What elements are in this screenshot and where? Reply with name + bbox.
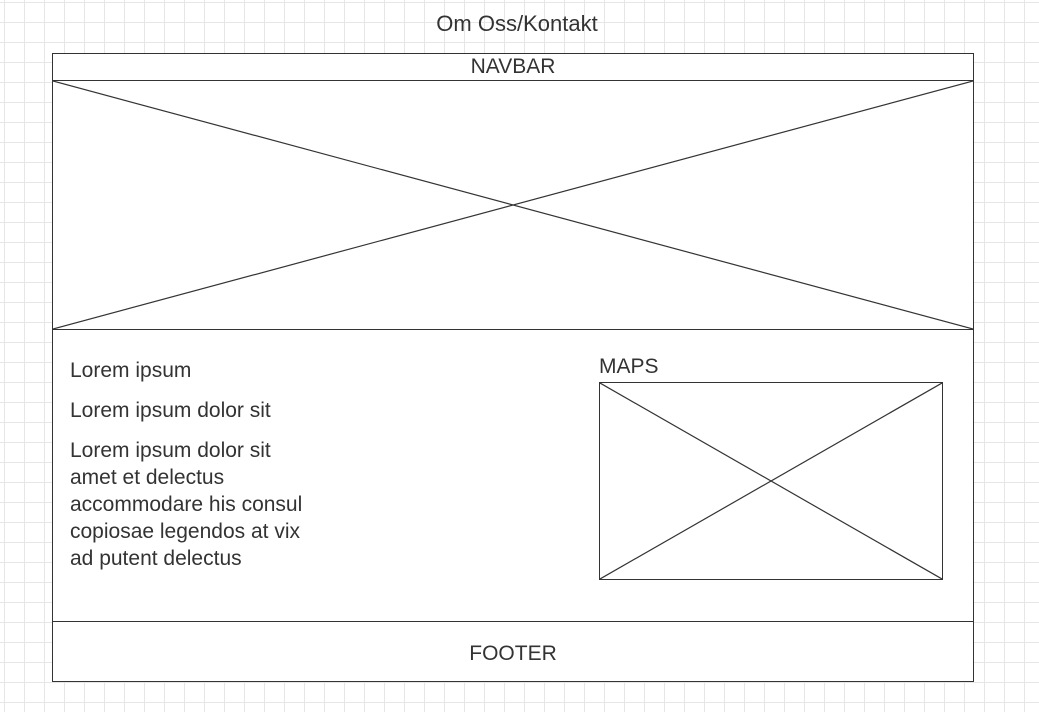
footer-section: FOOTER xyxy=(469,642,557,665)
placeholder-cross-line xyxy=(53,81,973,329)
placeholder-cross-line xyxy=(600,383,942,579)
wireframe-page: NAVBAR Lorem ipsum Lorem ipsum dolor sit… xyxy=(52,53,974,682)
content-body: Lorem ipsum dolor sit amet et delectus a… xyxy=(70,439,303,570)
hero-image-placeholder xyxy=(53,81,973,330)
map-label: MAPS xyxy=(599,355,659,378)
page-title: Om Oss/Kontakt xyxy=(436,11,598,36)
map-placeholder xyxy=(599,382,943,580)
content-section: Lorem ipsum Lorem ipsum dolor sit Lorem … xyxy=(53,330,973,622)
image-placeholder-icon xyxy=(600,383,942,579)
image-placeholder-icon xyxy=(53,81,973,329)
text-column: Lorem ipsum Lorem ipsum dolor sit Lorem … xyxy=(70,357,390,585)
content-heading: Lorem ipsum xyxy=(70,359,192,382)
content-subheading: Lorem ipsum dolor sit xyxy=(70,399,271,422)
navbar-section: NAVBAR xyxy=(53,54,973,81)
